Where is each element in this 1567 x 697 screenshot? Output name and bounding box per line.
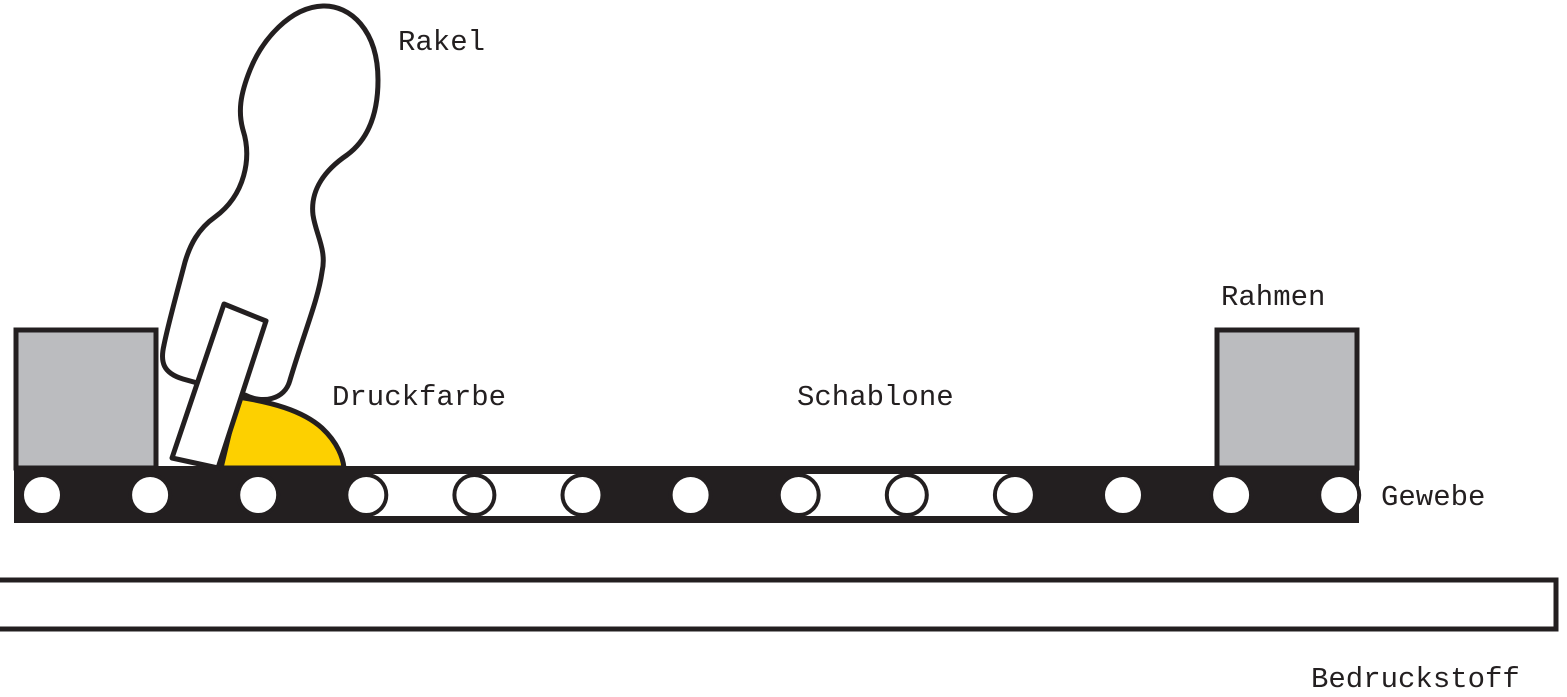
frame-left bbox=[13, 327, 159, 471]
mesh-thread bbox=[992, 473, 1037, 517]
mesh-thread bbox=[236, 473, 281, 517]
label-frame: Rahmen bbox=[1221, 281, 1325, 314]
substrate bbox=[0, 577, 1559, 632]
mesh-thread bbox=[20, 473, 64, 517]
squeegee-blade bbox=[169, 301, 269, 471]
frame-right bbox=[1214, 327, 1360, 471]
mesh-threads bbox=[20, 473, 1362, 517]
mesh-thread bbox=[560, 473, 605, 517]
mesh-thread bbox=[1317, 473, 1362, 517]
mesh-thread bbox=[1209, 473, 1254, 517]
mesh-thread bbox=[128, 473, 173, 517]
mesh-thread bbox=[452, 473, 497, 517]
mesh-thread bbox=[1101, 473, 1145, 517]
mesh-thread bbox=[884, 473, 929, 517]
label-mesh: Gewebe bbox=[1381, 481, 1485, 514]
hand bbox=[159, 3, 381, 402]
mesh-thread bbox=[668, 473, 713, 517]
mesh-thread bbox=[776, 473, 821, 517]
label-squeegee: Rakel bbox=[398, 26, 485, 59]
mesh-thread bbox=[344, 473, 389, 517]
label-ink: Druckfarbe bbox=[332, 381, 506, 414]
label-substrate: Bedruckstoff bbox=[1311, 663, 1520, 696]
label-stencil: Schablone bbox=[797, 381, 954, 414]
mesh bbox=[14, 466, 1362, 523]
